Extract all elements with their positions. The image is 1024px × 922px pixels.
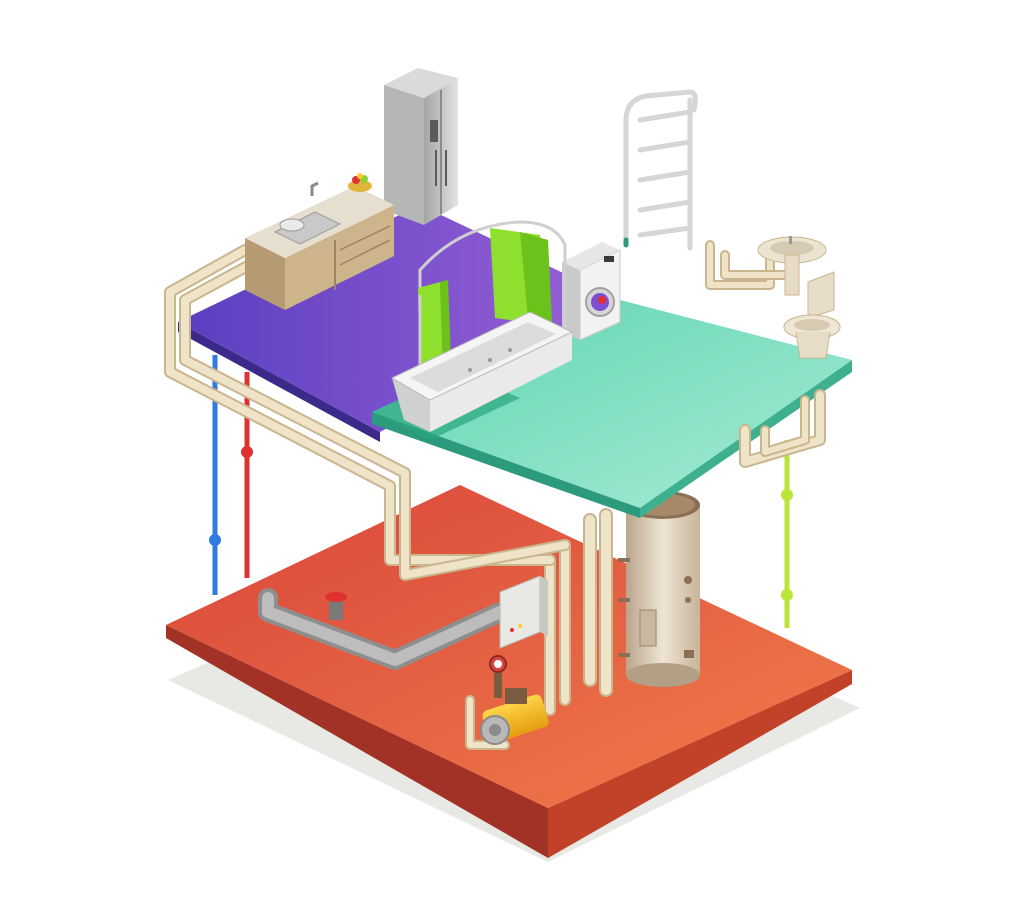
water-pump-icon [480,688,549,745]
control-panel-icon [499,407,548,649]
cold-water-line-joint [209,534,221,546]
basement-pipes [465,508,613,750]
fruit-bowl-icon [348,173,372,192]
main-water-pipe [258,588,510,670]
sink-icon [273,181,342,245]
towel-warmer-icon [623,89,698,251]
basement-floor [166,485,852,858]
refrigerator-icon [384,68,458,225]
kitchen-cabinet-icon [245,173,394,310]
bathroom-pipes [705,240,826,468]
washbasin-icon [757,236,827,296]
water-heater-icon [618,491,700,687]
bathtub-icon [390,311,574,432]
toilet-icon [783,271,841,359]
kitchen-pipes [164,244,571,581]
washing-machine-icon [562,242,621,341]
drain-line-joint-lower [781,589,793,601]
valve-wheel-icon [325,592,347,620]
hot-water-line-joint [241,446,253,458]
pressure-gauge-icon [489,655,507,698]
drain-line-joint [781,489,793,501]
